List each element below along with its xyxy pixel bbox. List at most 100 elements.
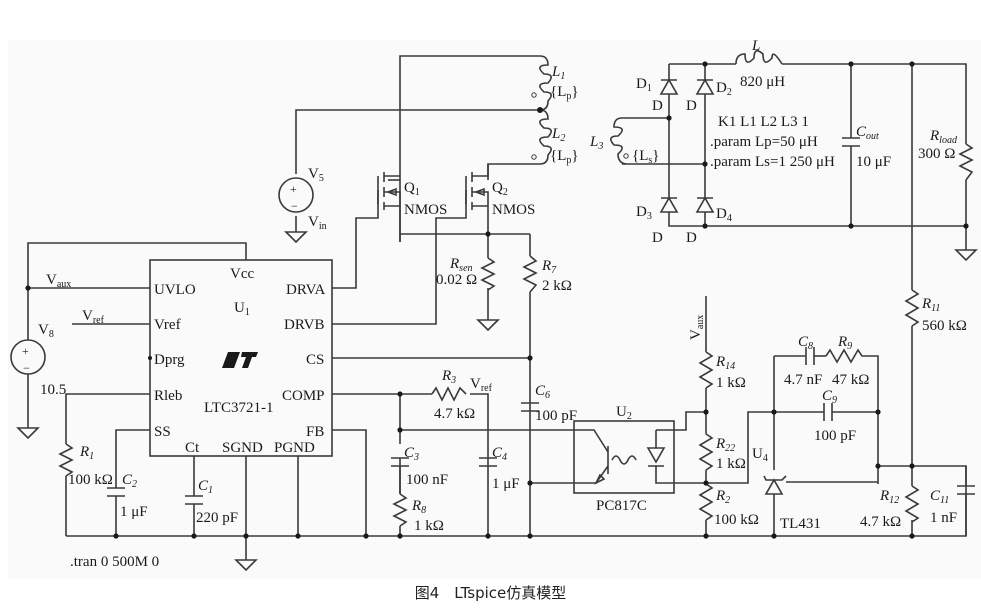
label-vin: Vin (308, 214, 327, 232)
resistor-r7[interactable] (522, 255, 538, 293)
capacitor-c6[interactable] (521, 402, 539, 412)
wires (27, 55, 967, 560)
value-c1: 220 pF (196, 510, 238, 526)
resistor-r8[interactable] (392, 493, 408, 527)
schematic: + − + − (10, 40, 978, 572)
label-r14: R14 (715, 354, 735, 372)
lt-logo-icon (222, 352, 258, 368)
pin-label-rleb: Rleb (154, 388, 182, 404)
capacitor-c9[interactable] (823, 403, 833, 421)
label-c2: C2 (122, 472, 137, 490)
wire (115, 429, 150, 488)
label-u2: U2 (616, 404, 632, 422)
schematic-canvas: + − + − (8, 40, 981, 578)
capacitor-cout[interactable] (842, 137, 860, 147)
phototransistor-icon (582, 429, 609, 485)
wire (668, 212, 966, 227)
label-c4: C4 (492, 445, 507, 463)
value-r7: 2 kΩ (542, 278, 572, 294)
value-r14: 1 kΩ (716, 375, 746, 391)
value-u2: PC817C (596, 498, 647, 514)
label-c9: C9 (822, 388, 837, 406)
label-c1: C1 (198, 478, 213, 496)
polarity-dot (531, 154, 537, 160)
value-r1: 100 kΩ (68, 472, 113, 488)
label-c11: C11 (930, 488, 949, 506)
label-l: L (751, 40, 760, 54)
label-d3: D3 (636, 204, 652, 222)
wire (65, 393, 150, 444)
capacitor-c8[interactable] (805, 347, 815, 365)
inductor-l[interactable] (735, 50, 783, 65)
resistor-r22[interactable] (698, 433, 714, 471)
led-icon (646, 429, 668, 484)
resistor-rload[interactable] (958, 143, 974, 181)
capacitor-c2[interactable] (107, 487, 125, 497)
label-u4: U4 (752, 446, 768, 464)
diode-d4[interactable] (695, 196, 715, 213)
value-l3: {Ls} (632, 148, 659, 166)
optocoupler-u2-body[interactable] (573, 420, 675, 494)
directive-k: K1 L1 L2 L3 1 (718, 114, 809, 130)
resistor-r3[interactable] (431, 386, 467, 402)
label-r8: R8 (411, 498, 426, 516)
value-rload: 300 Ω (918, 146, 955, 162)
pin-label-pgnd: PGND (274, 440, 315, 456)
label-l1: L1 (551, 64, 565, 82)
shunt-regulator-u4[interactable] (763, 475, 787, 495)
pin-label-drvb: DRVB (284, 317, 324, 333)
value-c3: 100 nF (406, 472, 448, 488)
ground-icon (284, 231, 308, 244)
resistor-r14[interactable] (698, 351, 714, 389)
value-r22: 1 kΩ (716, 456, 746, 472)
label-l3: L3 (589, 134, 603, 152)
inductor-l1[interactable] (539, 55, 552, 111)
mosfet-q2[interactable] (465, 164, 489, 216)
wire (782, 63, 967, 144)
junction-dot (537, 107, 543, 113)
value-c11: 1 nF (930, 510, 957, 526)
ground-icon (476, 319, 500, 332)
label-d4: D4 (716, 206, 732, 224)
resistor-r12[interactable] (904, 485, 920, 523)
wire (487, 163, 540, 180)
capacitor-c1[interactable] (185, 495, 203, 505)
net-label-vaux-r14: Vaux (688, 315, 706, 340)
value-c8: 4.7 nF (784, 372, 822, 388)
value-u4: TL431 (780, 516, 821, 532)
resistor-rsen[interactable] (480, 257, 496, 291)
value-l2: {Lp} (550, 148, 579, 166)
ground-icon (954, 249, 978, 262)
inductor-l3[interactable] (610, 117, 627, 165)
junction-dots (25, 61, 969, 539)
value-rsen: 0.02 Ω (436, 272, 477, 288)
resistor-r11[interactable] (904, 289, 920, 327)
value-c2: 1 μF (120, 504, 148, 520)
diode-d1[interactable] (659, 78, 679, 95)
mosfet-q1[interactable] (377, 172, 401, 242)
label-d1: D1 (636, 76, 652, 94)
pin-label-comp: COMP (282, 388, 325, 404)
label-rload: Rload (929, 128, 958, 146)
label-q2: Q2 (492, 180, 508, 198)
diode-d2[interactable] (695, 78, 715, 95)
resistor-r2[interactable] (698, 483, 714, 521)
label-r9: R9 (837, 334, 852, 352)
value-l: 820 μH (740, 74, 785, 90)
pin-label-drva: DRVA (286, 282, 326, 298)
pin-label-vref: Vref (154, 317, 181, 333)
value-q1: NMOS (404, 202, 447, 218)
wire (706, 411, 774, 484)
ground-icon (234, 559, 258, 572)
source-v8[interactable] (10, 339, 46, 375)
label-c6: C6 (535, 383, 550, 401)
resistor-r1[interactable] (58, 443, 74, 477)
source-v5[interactable] (278, 177, 314, 213)
label-l2: L2 (551, 126, 565, 144)
capacitor-c11[interactable] (957, 485, 975, 495)
inductor-l2[interactable] (539, 109, 552, 165)
pin-dot (148, 356, 152, 360)
diode-d3[interactable] (659, 196, 679, 213)
resistor-r9[interactable] (825, 348, 866, 364)
light-wave-icon (611, 455, 637, 465)
